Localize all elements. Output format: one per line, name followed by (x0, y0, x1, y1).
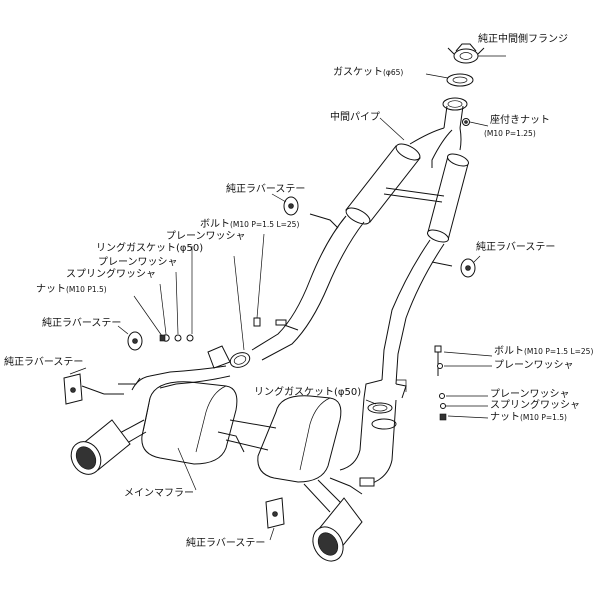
label-nut-left-text: ナット (36, 284, 66, 295)
oem-flange (447, 43, 485, 64)
label-plain-washer-top: プレーンワッシャ (166, 231, 246, 242)
ring-gasket-right (367, 402, 397, 430)
label-nut-right-spec: (M10 P=1.5) (520, 413, 567, 422)
leader-lines (69, 55, 506, 541)
left-fastener-group (159, 317, 261, 342)
label-bolt-right-spec: (M10 P=1.5 L=25) (524, 347, 594, 356)
label-rubber-stay-upper: 純正ラバーステー (226, 184, 306, 195)
label-main-muffler: メインマフラー (124, 488, 194, 499)
tailpipe-right (312, 497, 363, 562)
label-bolt-right: ボルト(M10 P=1.5 L=25) (494, 346, 593, 357)
center-pipe (251, 105, 469, 399)
pipe-inlet-flange (442, 97, 468, 111)
label-plain-washer-right-b: プレーンワッシャ (490, 389, 570, 400)
flange-nut (462, 118, 470, 126)
label-nut-left-spec: (M10 P1.5) (66, 285, 107, 294)
ring-gasket-left (207, 345, 251, 369)
label-gasket: ガスケット(φ65) (333, 67, 403, 78)
label-bolt-left-text: ボルト (200, 219, 230, 230)
label-gasket-text: ガスケット (333, 67, 383, 78)
label-spring-washer-left: スプリングワッシャ (66, 269, 156, 280)
label-nut-right: ナット(M10 P=1.5) (490, 412, 567, 423)
rubber-stay-upper (283, 196, 299, 216)
label-spring-washer-right: スプリングワッシャ (490, 400, 580, 411)
label-flange-nut-spec: (M10 P=1.25) (484, 129, 536, 138)
rubber-stay-bracket-left (63, 373, 105, 405)
label-nut-right-text: ナット (490, 412, 520, 423)
label-rubber-stay-bracket: 純正ラバーステー (4, 357, 84, 368)
main-muffler (104, 365, 397, 513)
label-bolt-right-text: ボルト (494, 346, 524, 357)
rubber-stay-right (460, 258, 476, 278)
label-center-pipe: 中間パイプ (330, 112, 380, 123)
tailpipe-left (70, 419, 131, 475)
label-ring-gasket-left: リングガスケット(φ50) (96, 243, 204, 254)
label-rubber-stay-bottom: 純正ラバーステー (186, 538, 266, 549)
rubber-stay-left (127, 331, 143, 351)
label-plain-washer-right-a: プレーンワッシャ (494, 360, 574, 371)
label-rubber-stay-right: 純正ラバーステー (476, 242, 556, 253)
label-ring-gasket-right: リングガスケット(φ50) (254, 387, 362, 398)
label-plain-washer-left: プレーンワッシャ (98, 257, 178, 268)
rubber-stay-bracket-bottom (265, 497, 285, 529)
label-flange-nut: 座付きナット (490, 115, 550, 126)
label-rubber-stay-left: 純正ラバーステー (42, 318, 122, 329)
label-nut-left: ナット(M10 P1.5) (36, 284, 107, 295)
label-gasket-size: (φ65) (383, 68, 404, 77)
right-fastener-group (434, 345, 447, 421)
gasket-phi65 (446, 73, 474, 87)
label-bolt-left: ボルト(M10 P=1.5 L=25) (200, 219, 299, 230)
label-bolt-left-spec: (M10 P=1.5 L=25) (230, 220, 300, 229)
label-oem-flange: 純正中間側フランジ (478, 34, 568, 45)
